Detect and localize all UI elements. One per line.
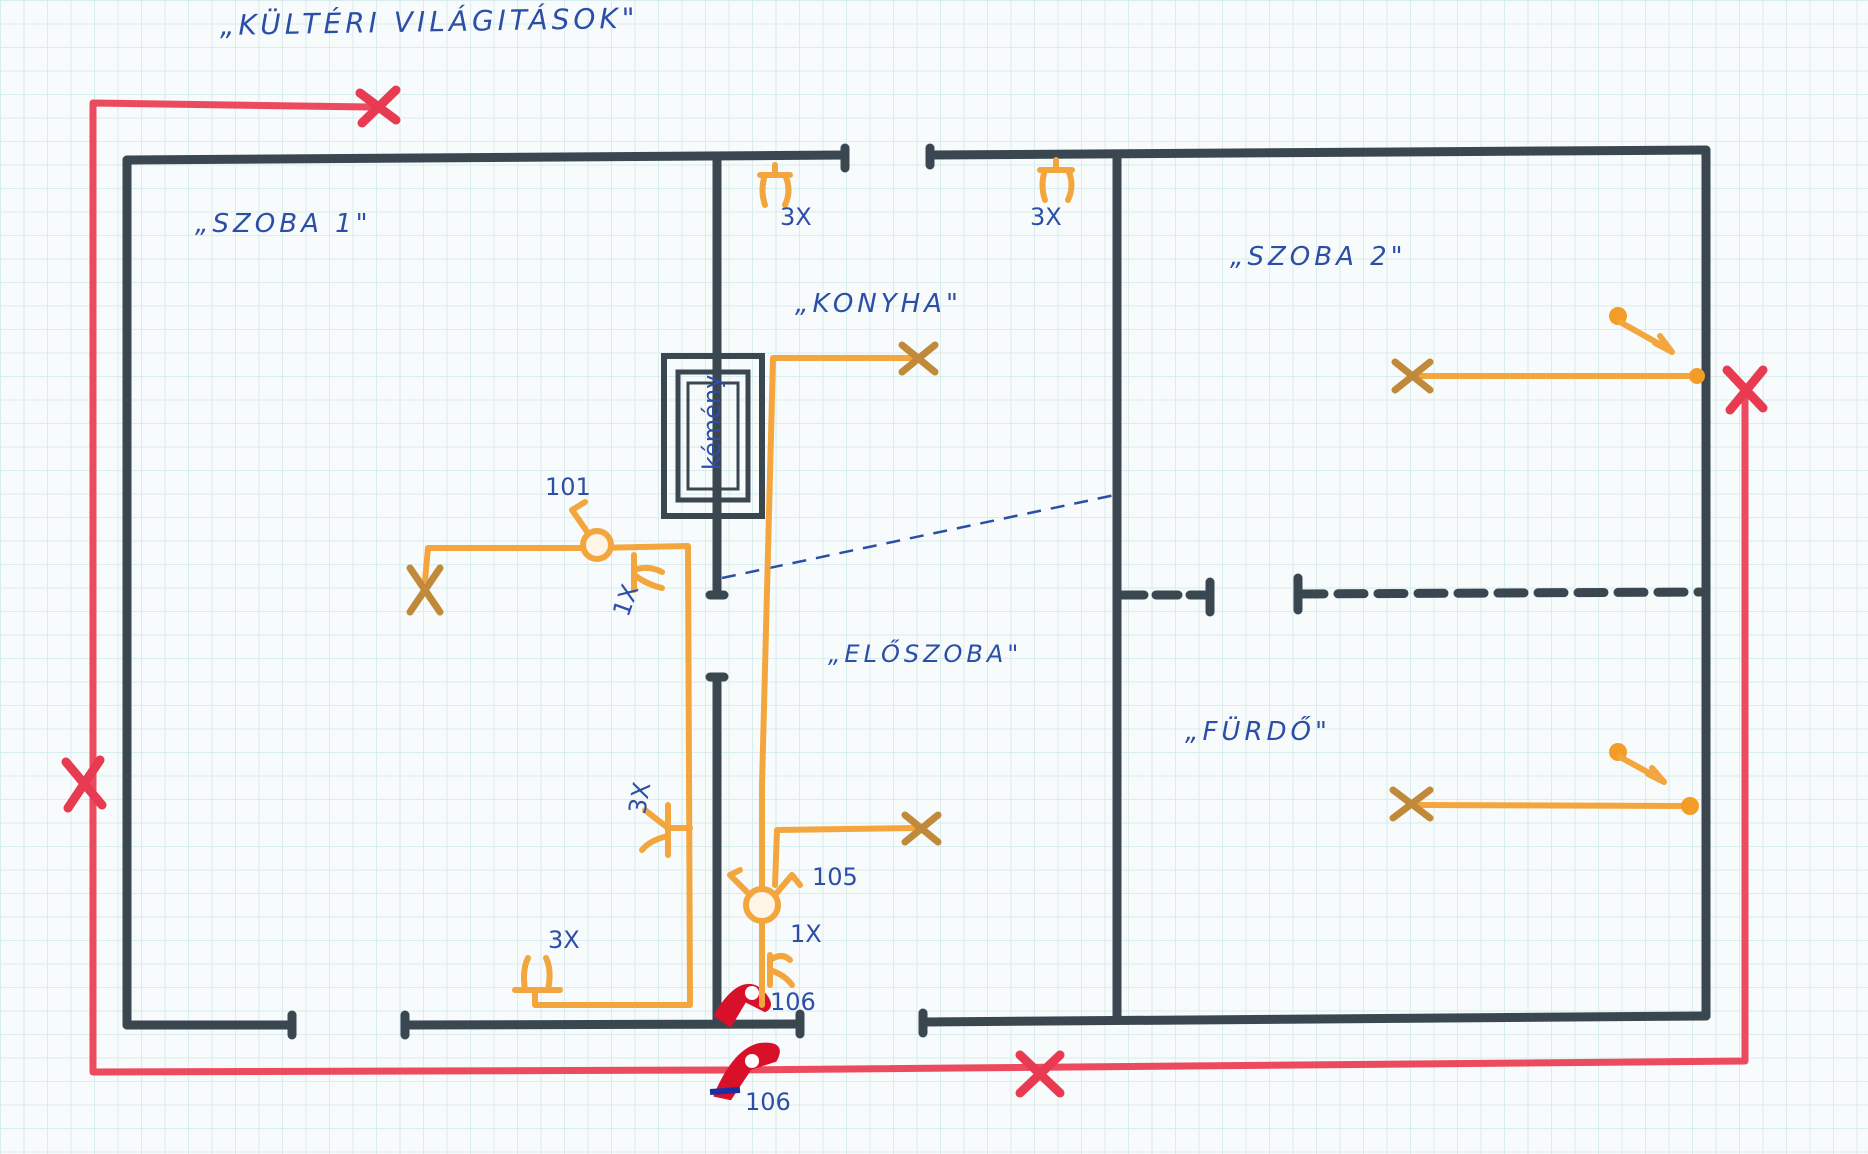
qty-socket-szoba1-bottom: 3X [548,926,580,954]
outdoor-lamp-x-left [61,755,107,813]
furdo-arrow [1609,743,1667,785]
socket-szoba1-bottom [512,955,563,993]
switch-101 [569,499,614,562]
switch-105 [727,867,803,924]
furdo-circuit-line [1409,802,1693,809]
qty-socket-top-left: 3X [780,203,812,231]
switch-106-lower-number: 106 [745,1088,791,1116]
szoba1-lamp-x [406,564,444,616]
konyha-lamp-x [898,341,939,376]
label-eloszoba: „ELŐSZOBA" [828,638,1022,668]
wall-dashed-right [1293,587,1705,599]
qty-socket-eloszoba-bottom: 1X [790,920,822,948]
switch-106-upper-number: 106 [770,988,816,1016]
qty-socket-szoba1-right: 1X [607,581,644,620]
wall-top-left [122,150,850,165]
szoba2-switch-dot [1689,368,1705,384]
szoba2-lamp-x [1391,358,1434,394]
outdoor-lamp-x-right [1722,365,1768,415]
wall-top-right [925,145,1711,160]
eloszoba-lamp-x [901,811,942,846]
label-konyha: „KONYHA" [795,289,962,319]
szoba2-arrow [1609,307,1675,355]
switch-101-number: 101 [545,473,591,501]
switch-105-number: 105 [812,863,858,891]
socket-szoba1-right [631,552,665,593]
label-furdo: „FÜRDŐ" [1185,715,1331,747]
eloszoba-circuit-line [772,825,923,888]
furdo-switch-dot [1681,797,1699,815]
socket-top-right [1037,157,1075,203]
qty-socket-szoba1-wall: 3X [623,780,656,816]
label-szoba2: „SZOBA 2" [1230,242,1407,272]
wall-bottom-right [918,1011,1711,1027]
wall-bottom-mid [400,1019,805,1030]
walls [122,143,1711,1040]
outdoor-lamp-x-top [355,85,401,128]
room-labels: „KÜLTÉRI VILÁGITÁSOK" „SZOBA 1" „KONYHA"… [195,1,1407,747]
furdo-lamp-x [1389,786,1434,822]
switch-106-lower [709,1042,780,1101]
outdoor-lamp-x-bottom [1015,1050,1065,1098]
label-szoba1: „SZOBA 1" [195,209,372,239]
chimney: kémény [661,353,765,519]
label-kulteri: „KÜLTÉRI VILÁGITÁSOK" [220,1,639,42]
socket-eloszoba-bottom [767,952,795,988]
outdoor-lighting-circuit [61,85,1768,1101]
qty-socket-top-right: 3X [1030,203,1062,231]
szoba1-circuit-line [422,543,693,1008]
indoor-circuits [406,157,1705,1008]
red-circuit-line [89,99,1749,1076]
chimney-label: kémény [698,375,726,470]
socket-szoba1-wall [639,802,693,858]
socket-top-left [757,162,793,208]
konyha-circuit-line [759,355,918,1008]
dashed-diagonal-line [721,493,1116,580]
